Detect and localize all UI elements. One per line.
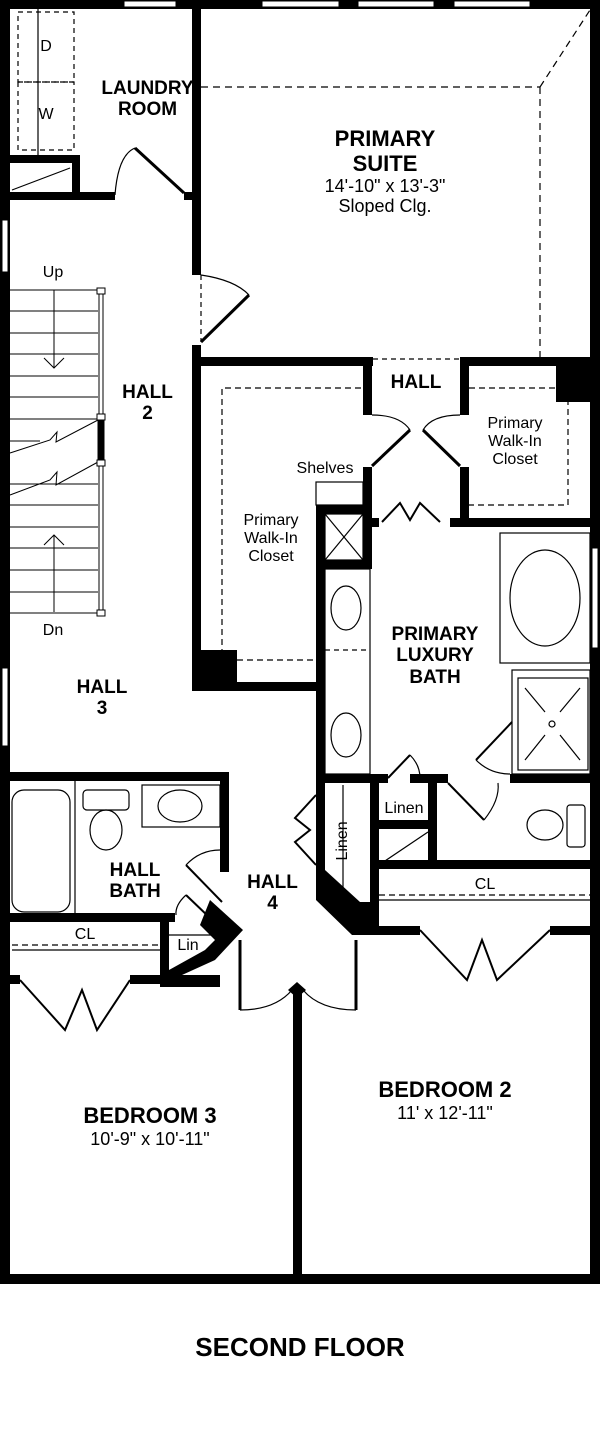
primary-suite-name-line1: PRIMARY [334,126,436,151]
bedroom3-name: BEDROOM 3 [83,1103,217,1128]
hall2-name-line2: 2 [142,403,153,425]
hall-bath-line1: HALL [109,860,161,881]
linen-vertical-label: Linen [334,821,352,861]
stairs [9,287,106,617]
primary-bath-label: PRIMARY LUXURY BATH [370,624,500,688]
primary-suite-dimensions: 14'-10" x 13'-3" [324,176,446,197]
laundry-name-line1: LAUNDRY [101,78,194,99]
cl-right-label: CL [474,876,496,893]
hall3-name-line2: 3 [96,698,108,720]
hall-label: HALL [390,372,442,393]
primary-closet-right-line2: Walk-In [488,432,542,450]
hall3-label: HALL 3 [62,677,142,720]
primary-suite-note: Sloped Clg. [338,196,432,217]
primary-closet-right-label: Primary Walk-In Closet [470,415,560,469]
hall2-label: HALL 2 [110,382,185,425]
bedroom2-label: BEDROOM 2 11' x 12'-11" [340,1077,550,1123]
primary-closet-left-label: Primary Walk-In Closet [226,512,316,566]
hall4-name-line2: 4 [267,893,278,915]
bedroom3-dimensions: 10'-9" x 10'-11" [90,1128,210,1149]
primary-closet-left-line3: Closet [248,547,294,565]
hall3-name-line1: HALL [76,677,128,698]
bedroom3-label: BEDROOM 3 10'-9" x 10'-11" [45,1103,255,1149]
washer-label: W [38,106,54,123]
floor-title: SECOND FLOOR [195,1332,405,1362]
primary-bath-line3: BATH [409,666,461,688]
hall2-name-line1: HALL [122,382,173,403]
laundry-name-line2: ROOM [117,99,178,121]
windows [1,0,599,747]
hall-bath-label: HALL BATH [95,860,175,903]
bedroom2-dimensions: 11' x 12'-11" [397,1102,493,1123]
interior-walls [0,0,590,1280]
hall-bath-line2: BATH [109,881,161,903]
primary-closet-right-line1: Primary [487,415,543,432]
stairs-down-label: Dn [42,622,64,639]
cl-left-label: CL [74,926,96,943]
shelves-label: Shelves [296,460,354,477]
primary-suite-name-line2: SUITE [352,150,418,176]
laundry-room-label: LAUNDRY ROOM [100,78,195,121]
hall4-name-line1: HALL [247,872,298,893]
hall4-label: HALL 4 [235,872,310,915]
primary-closet-left-line1: Primary [243,512,299,529]
primary-closet-left-line2: Walk-In [244,529,298,547]
bedroom2-name: BEDROOM 2 [378,1077,512,1102]
stairs-up-label: Up [42,264,64,281]
dryer-label: D [40,38,52,55]
primary-bath-line1: PRIMARY [391,624,479,645]
primary-bath-line2: LUXURY [396,645,474,667]
lin-label: Lin [177,937,199,954]
primary-closet-right-line3: Closet [492,450,538,468]
linen-small-label: Linen [384,800,424,817]
fixtures [11,8,591,1033]
primary-suite-label: PRIMARY SUITE 14'-10" x 13'-3" Sloped Cl… [280,126,490,217]
